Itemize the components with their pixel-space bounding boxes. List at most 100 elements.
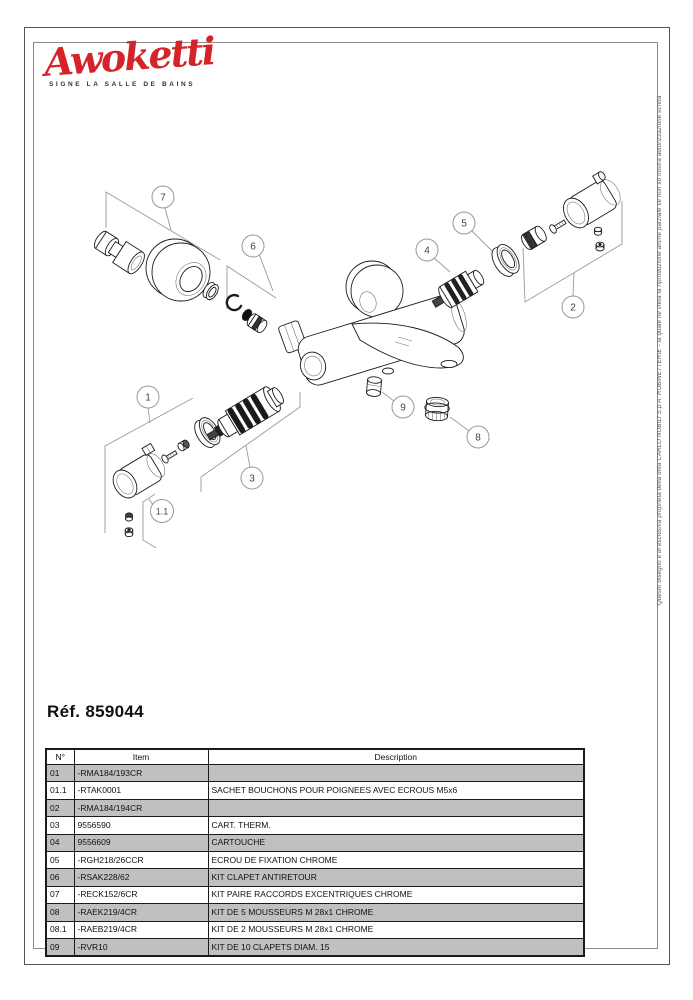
part-handle-2 xyxy=(563,171,621,252)
cell-item: -RGH218/26CCR xyxy=(73,850,209,870)
cell-number: 08.1 xyxy=(45,920,75,939)
part-aerator xyxy=(424,396,450,422)
part-handle-1 xyxy=(112,442,166,499)
cell-item: -RMA184/193CR xyxy=(73,763,209,783)
bracket-group-7 xyxy=(105,191,221,261)
part-screw-1 xyxy=(161,450,178,464)
cell-number: 03 xyxy=(45,816,75,835)
cell-description xyxy=(207,763,585,783)
bracket-group-1 xyxy=(104,397,194,533)
callout-2: 2 xyxy=(561,295,585,319)
brand-logo: Awoketti SIGNE LA SALLE DE BAINS xyxy=(43,28,216,88)
cell-description: KIT CLAPET ANTIRETOUR xyxy=(207,868,585,887)
svg-text:2: 2 xyxy=(570,303,576,314)
cell-number: 02 xyxy=(45,798,75,818)
callout-leaders xyxy=(147,207,575,506)
cell-item: -RMA184/194CR xyxy=(73,798,209,818)
cell-description: KIT DE 10 CLAPETS DIAM. 15 xyxy=(207,937,585,957)
cell-number: 09 xyxy=(45,937,75,957)
cell-number: 01 xyxy=(45,763,75,783)
cell-item: -RVR10 xyxy=(73,937,209,957)
cell-item: -RTAK0001 xyxy=(73,781,209,800)
callout-9: 9 xyxy=(391,395,415,419)
callout-5: 5 xyxy=(452,211,476,235)
bracket-group-3 xyxy=(200,392,301,492)
cell-number: 08 xyxy=(45,903,75,922)
col-header-description: Description xyxy=(207,748,585,765)
cell-description: SACHET BOUCHONS POUR POIGNEES AVEC ECROU… xyxy=(207,781,585,800)
bracket-group-6 xyxy=(226,265,277,309)
callout-8: 8 xyxy=(466,425,490,449)
part-mixer-body xyxy=(278,294,467,386)
cell-description: KIT DE 2 MOUSSEURS M 28x1 CHROME xyxy=(207,920,585,939)
callouts: 7 6 5 4 2 1 1.1 3 xyxy=(136,185,585,523)
table-row: 01-RMA184/193CR xyxy=(45,763,585,783)
part-rosette xyxy=(145,238,211,302)
part-cartridge-upper xyxy=(431,269,485,308)
bracket-group-1-1 xyxy=(142,493,157,549)
bracket-group-2 xyxy=(522,201,623,303)
cell-number: 05 xyxy=(45,850,75,870)
cell-description: KIT DE 5 MOUSSEURS M 28x1 CHROME xyxy=(207,903,585,922)
svg-text:6: 6 xyxy=(250,242,256,253)
svg-text:3: 3 xyxy=(249,474,255,485)
brand-tagline: SIGNE LA SALLE DE BAINS xyxy=(49,80,196,88)
callout-1-1: 1.1 xyxy=(150,499,174,523)
part-plugs-1-1 xyxy=(124,512,134,538)
part-fitting-9 xyxy=(366,376,383,397)
cell-item: -RAEB219/4CR xyxy=(73,920,209,939)
col-header-number: N° xyxy=(45,748,75,765)
callout-1: 1 xyxy=(136,385,160,409)
svg-text:4: 4 xyxy=(424,246,430,257)
cell-item: -RECK152/6CR xyxy=(73,885,209,905)
svg-text:1.1: 1.1 xyxy=(156,507,169,517)
cell-item: -RAEK219/4CR xyxy=(73,903,209,922)
cell-item: -RSAK228/62 xyxy=(73,868,209,887)
cell-description: CARTOUCHE xyxy=(207,833,585,852)
cell-description: CART. THERM. xyxy=(207,816,585,835)
part-cap-screws-2 xyxy=(593,226,603,236)
callout-6: 6 xyxy=(241,234,265,258)
part-adapter xyxy=(520,225,547,251)
callout-7: 7 xyxy=(151,185,175,209)
part-wall-rosette xyxy=(345,260,404,318)
reference-number: Réf. 859044 xyxy=(47,702,144,721)
cell-number: 07 xyxy=(45,885,75,905)
cell-number: 06 xyxy=(45,868,75,887)
svg-text:1: 1 xyxy=(145,393,151,404)
parts xyxy=(93,171,621,538)
part-ring-nut-5 xyxy=(491,244,520,277)
cell-description: ECROU DE FIXATION CHROME xyxy=(207,850,585,870)
svg-text:7: 7 xyxy=(160,193,166,204)
part-cap-1 xyxy=(177,439,190,452)
svg-text:8: 8 xyxy=(475,433,481,444)
part-cartridge-lower xyxy=(206,386,284,441)
part-eccentric-union xyxy=(93,230,145,275)
cell-number: 04 xyxy=(45,833,75,852)
group-brackets xyxy=(104,191,623,549)
svg-text:5: 5 xyxy=(461,219,467,230)
svg-text:9: 9 xyxy=(400,403,406,414)
cell-number: 01.1 xyxy=(45,781,75,800)
part-check-valve xyxy=(246,313,268,334)
callout-3: 3 xyxy=(240,466,264,490)
cell-description: KIT PAIRE RACCORDS EXCENTRIQUES CHROME xyxy=(207,885,585,905)
col-header-item: Item xyxy=(73,748,209,765)
callout-4: 4 xyxy=(415,238,439,262)
cell-item: 9556590 xyxy=(73,816,209,835)
